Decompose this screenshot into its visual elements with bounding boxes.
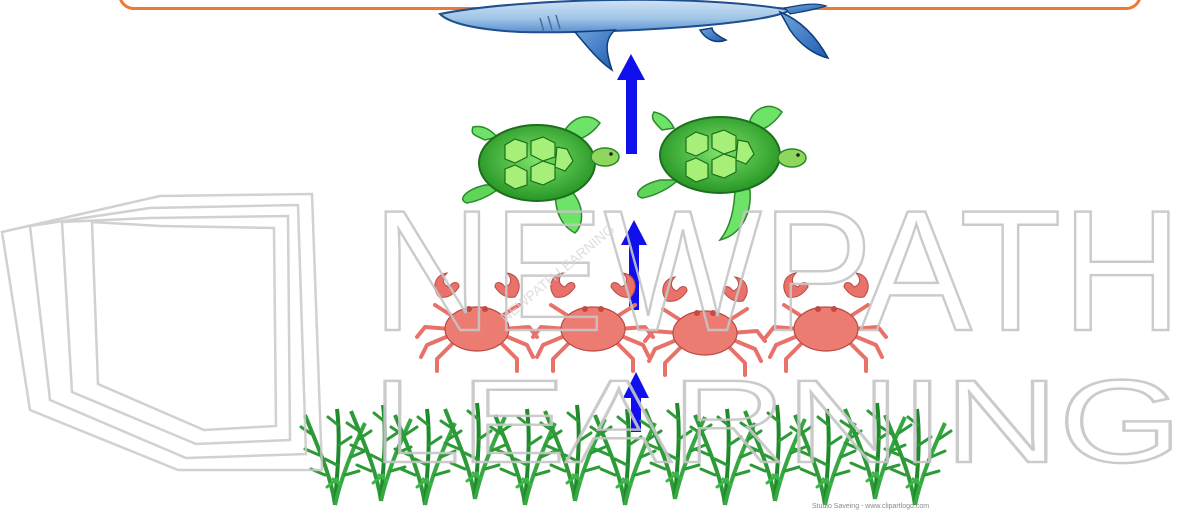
crab bbox=[766, 273, 886, 371]
seagrass bbox=[301, 409, 371, 505]
sea-turtle bbox=[638, 106, 806, 240]
image-credit: Studio Saveing - www.clipartlogo.com bbox=[812, 503, 929, 510]
crab bbox=[645, 277, 765, 375]
arrow-turtles-to-shark bbox=[617, 54, 645, 154]
crab bbox=[533, 273, 653, 371]
crab bbox=[417, 273, 537, 371]
arrows bbox=[617, 54, 649, 432]
watermark-logo bbox=[2, 194, 322, 470]
sea-turtle bbox=[463, 117, 619, 233]
shark bbox=[440, 0, 828, 70]
seagrass bbox=[881, 409, 951, 505]
